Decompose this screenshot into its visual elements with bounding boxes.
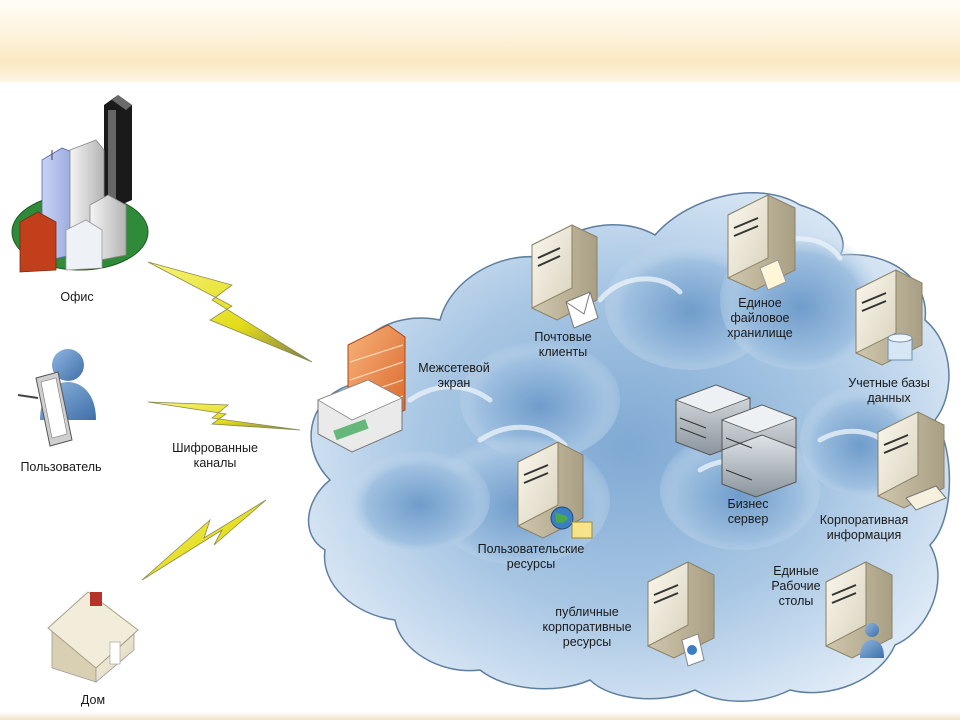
public-resources-server-icon (647, 561, 715, 667)
corporate-info-label: Корпоративная информация (819, 513, 909, 542)
firewall-icon (317, 324, 406, 453)
home-label: Дом (80, 693, 106, 707)
desktops-server-icon (825, 561, 893, 659)
office-buildings-icon (11, 95, 149, 273)
lightning-icon (147, 261, 313, 363)
home-icon (47, 591, 139, 683)
lightning-icon (141, 499, 267, 581)
database-server-icon (855, 269, 923, 366)
business-server-racks-icon (674, 384, 798, 498)
corporate-info-server-icon (877, 411, 947, 511)
encrypted-channels-label: Шифрованные каналы (172, 441, 258, 470)
public-resources-label: публичные корпоративные ресурсы (542, 605, 632, 649)
account-db-label: Учетные базы данных (848, 376, 930, 405)
lightning-icon (147, 401, 301, 431)
firewall-label: Межсетевой экран (418, 361, 490, 390)
footer-strip (0, 712, 960, 720)
mail-clients-label: Почтовые клиенты (534, 330, 592, 359)
user-resources-server-icon (517, 441, 593, 539)
file-storage-label: Единое файловое хранилище (727, 296, 793, 340)
file-storage-server-icon (727, 194, 796, 291)
user-resources-label: Пользовательские ресурсы (477, 542, 585, 571)
user-with-pda-icon (17, 349, 96, 447)
desktops-label: Единые Рабочие столы (771, 564, 821, 608)
mail-server-icon (531, 224, 599, 329)
business-server-label: Бизнес сервер (727, 497, 769, 526)
header-banner (0, 0, 960, 82)
office-label: Офис (60, 290, 94, 304)
user-label: Пользователь (20, 460, 102, 474)
